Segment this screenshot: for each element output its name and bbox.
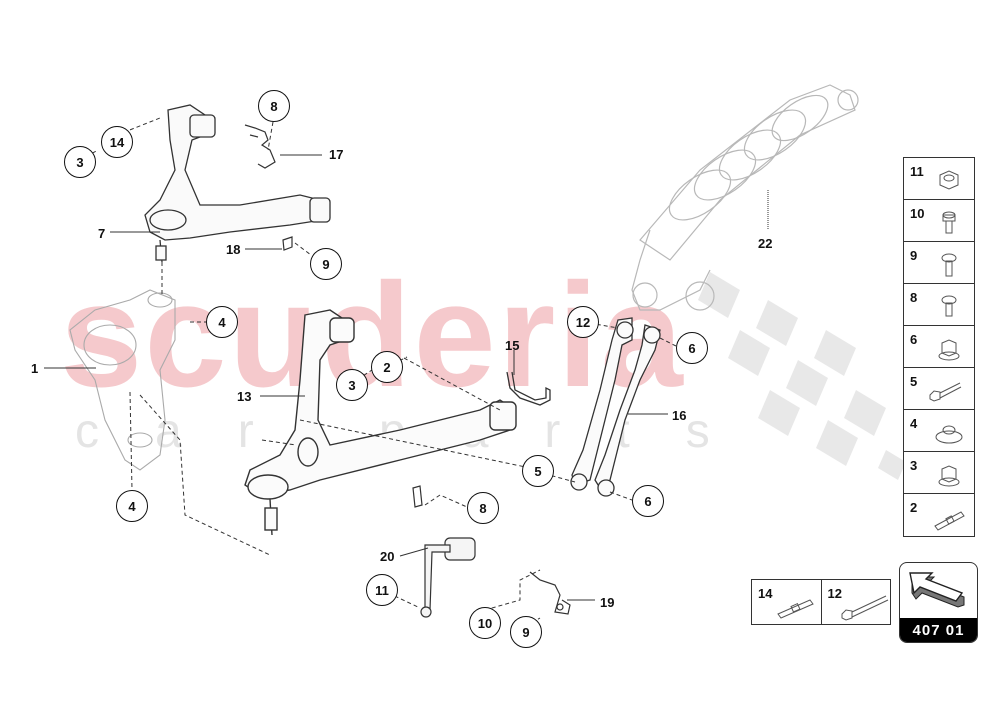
hex-nut-icon xyxy=(939,170,959,190)
level-sensor-20 xyxy=(420,537,476,618)
short-bolt-icon xyxy=(942,211,956,234)
legend-item-6[interactable]: 6 xyxy=(904,326,974,368)
bottom-parts-legend: 14 12 xyxy=(751,579,891,625)
legend-item-14[interactable]: 14 xyxy=(752,580,822,624)
legend-item-2[interactable]: 2 xyxy=(904,494,974,536)
legend-item-11[interactable]: 11 xyxy=(904,158,974,200)
callout-4[interactable]: 4 xyxy=(206,306,238,338)
legend-item-10[interactable]: 10 xyxy=(904,200,974,242)
legend-item-9[interactable]: 9 xyxy=(904,242,974,284)
legend-number: 2 xyxy=(910,500,918,515)
legend-number: 9 xyxy=(910,248,918,263)
bracket-15 xyxy=(506,371,551,406)
page-code: 407 01 xyxy=(900,618,977,642)
legend-number: 3 xyxy=(910,458,918,473)
legend-number: 11 xyxy=(910,164,924,179)
label-1[interactable]: 1 xyxy=(31,361,39,376)
upper-control-arm-7 xyxy=(144,104,331,263)
plate-8 xyxy=(412,485,423,508)
callout-9[interactable]: 9 xyxy=(310,248,342,280)
flange-nut-icon xyxy=(938,465,960,487)
callout-6[interactable]: 6 xyxy=(676,332,708,364)
legend-item-12[interactable]: 12 xyxy=(822,580,891,624)
legend-item-5[interactable]: 5 xyxy=(904,368,974,410)
page-navigation-button[interactable]: 407 01 xyxy=(899,562,978,643)
legend-number: 10 xyxy=(910,206,925,221)
callout-9[interactable]: 9 xyxy=(510,616,542,648)
legend-number: 8 xyxy=(910,290,918,305)
label-19[interactable]: 19 xyxy=(600,595,615,610)
label-7[interactable]: 7 xyxy=(98,226,106,241)
legend-item-3[interactable]: 3 xyxy=(904,452,974,494)
toe-link-16 xyxy=(570,317,661,497)
long-hex-bolt-icon xyxy=(841,595,888,621)
callout-5[interactable]: 5 xyxy=(522,455,554,487)
bracket-17 xyxy=(244,124,276,169)
bracket-19 xyxy=(529,571,571,615)
legend-number: 6 xyxy=(910,332,918,347)
label-17[interactable]: 17 xyxy=(329,147,344,162)
callout-14[interactable]: 14 xyxy=(101,126,133,158)
flange-nut-icon xyxy=(938,339,960,361)
callout-11[interactable]: 11 xyxy=(366,574,398,606)
solid-leaders xyxy=(44,154,668,601)
arrow-up-left-icon xyxy=(909,572,965,608)
hub-carrier-1 xyxy=(69,289,176,471)
label-15[interactable]: 15 xyxy=(505,338,520,353)
checkered-flag-watermark xyxy=(698,272,906,480)
sleeve-pin-icon xyxy=(777,599,814,619)
clip-18 xyxy=(282,236,293,251)
legend-number: 12 xyxy=(827,586,842,601)
label-13[interactable]: 13 xyxy=(237,389,252,404)
torx-bolt-icon xyxy=(941,295,957,317)
legend-number: 5 xyxy=(910,374,918,389)
callout-8[interactable]: 8 xyxy=(467,492,499,524)
label-16[interactable]: 16 xyxy=(672,408,687,423)
parts-legend: 11 10 9 8 6 5 4 3 xyxy=(903,157,975,537)
legend-number: 14 xyxy=(758,586,773,601)
sleeve-pin-icon xyxy=(934,511,965,531)
callout-3[interactable]: 3 xyxy=(64,146,96,178)
label-22[interactable]: 22 xyxy=(758,236,773,251)
callout-10[interactable]: 10 xyxy=(469,607,501,639)
legend-item-4[interactable]: 4 xyxy=(904,410,974,452)
callout-12[interactable]: 12 xyxy=(567,306,599,338)
lower-control-arm-13 xyxy=(244,309,517,536)
callout-3[interactable]: 3 xyxy=(336,369,368,401)
label-20[interactable]: 20 xyxy=(380,549,395,564)
long-hex-bolt-icon xyxy=(929,382,962,402)
legend-number: 4 xyxy=(910,416,918,431)
callout-6[interactable]: 6 xyxy=(632,485,664,517)
callout-8[interactable]: 8 xyxy=(258,90,290,122)
callout-4[interactable]: 4 xyxy=(116,490,148,522)
washer-nut-icon xyxy=(935,425,963,444)
shock-absorber-22 xyxy=(631,84,859,311)
label-18[interactable]: 18 xyxy=(226,242,241,257)
button-head-bolt-icon xyxy=(941,253,957,277)
callout-2[interactable]: 2 xyxy=(371,351,403,383)
legend-item-8[interactable]: 8 xyxy=(904,284,974,326)
